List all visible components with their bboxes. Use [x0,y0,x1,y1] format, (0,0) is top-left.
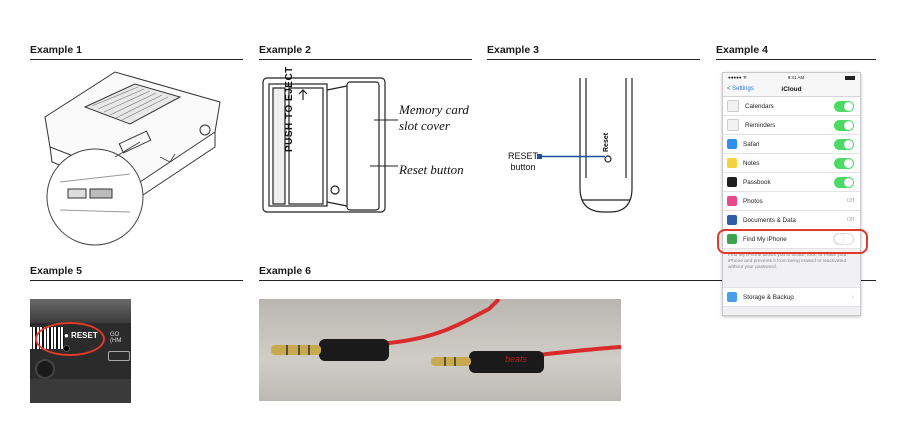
device-reset-text: Reset [603,132,610,152]
app-icon [727,215,737,225]
status-bar: ●●●●● ᯤ 9:41 AM [723,73,860,82]
photo-top-edge [30,299,131,323]
battery-icon [845,75,855,80]
app-icon [727,158,737,168]
app-icon [727,234,737,244]
back-button[interactable]: < Settings [727,86,754,92]
toggle-switch[interactable] [834,176,854,188]
settings-row-label: Photos [743,197,763,205]
storage-backup-row[interactable]: Storage & Backup › [723,287,860,307]
cloud-icon [727,292,737,302]
reset-label-line2: button [510,162,536,172]
find-my-iphone-description: Find My iPhone allows you to locate, loc… [728,253,847,271]
settings-row-label: Documents & Data [743,216,796,224]
example-3-device-side-illustration [560,78,640,218]
iphone-screenshot: ●●●●● ᯤ 9:41 AM < Settings iCloud Calend… [722,72,861,316]
find-my-iphone-highlight [717,229,868,254]
settings-row-label: Calendars [745,102,774,110]
toggle-switch[interactable] [834,138,854,150]
settings-row[interactable]: Reminders [723,116,860,135]
eject-label: PUSH TO EJECT [284,66,295,152]
example-5-reset-photo: ● RESET GO (HM [30,299,131,403]
example-5-header: Example 5 [30,265,243,281]
photo-bottom [30,379,131,403]
settings-row-label: Passbook [743,178,771,186]
nav-title: iCloud [781,85,802,93]
app-icon [727,119,739,131]
reset-label-line1: RESET [508,151,539,161]
back-label: Settings [732,86,754,92]
settings-row[interactable]: Documents & Data Off [723,211,860,230]
settings-row-label: Find My iPhone [743,235,787,243]
settings-row[interactable]: Notes [723,154,860,173]
toggle-switch[interactable] [833,233,854,245]
settings-row-label: Notes [743,159,760,167]
example-2-header: Example 2 [259,44,472,60]
settings-row[interactable]: Passbook [723,173,860,192]
storage-backup-label: Storage & Backup [743,293,794,301]
app-icon [727,177,737,187]
memory-card-callout: Memory card slot cover [399,102,469,134]
example-4-header: Example 4 [716,44,876,60]
toggle-switch[interactable] [834,157,854,169]
example-2-card-slot-illustration [259,72,399,217]
photo-brand-text: GO (HM [110,332,122,344]
cable-brand-text: beats [505,354,528,364]
example-1-device-illustration [30,62,240,247]
memory-card-callout-line2: slot cover [399,118,450,133]
cable-photo-drawing [271,299,621,373]
settings-row-value: Off [846,217,854,223]
app-icon [727,196,737,206]
settings-row[interactable]: Photos Off [723,192,860,211]
example-6-header: Example 6 [259,265,876,281]
settings-row[interactable]: Find My iPhone [723,230,860,249]
reset-button-label: RESET button [508,151,538,173]
settings-row[interactable]: Calendars [723,97,860,116]
round-port [35,359,55,379]
reset-button-callout: Reset button [399,162,464,177]
settings-row[interactable]: Safari [723,135,860,154]
settings-row-label: Safari [743,140,760,148]
example-6-cable-photo: beats [259,299,621,401]
toggle-switch[interactable] [834,100,854,112]
example-1-header: Example 1 [30,44,243,60]
toggle-switch[interactable] [834,119,854,131]
app-icon [727,139,737,149]
nav-bar: < Settings iCloud [723,82,860,97]
reset-highlight-ring [35,322,105,356]
settings-row-label: Reminders [745,121,776,129]
chevron-right-icon: › [851,293,854,301]
example-3-header: Example 3 [487,44,700,60]
port-opening [108,351,130,361]
app-icon [727,100,739,112]
example-3-callout-line [537,154,605,159]
settings-row-value: Off [846,198,854,204]
example-2-callout-lines [370,119,398,167]
status-time: 9:41 AM [787,75,805,80]
status-carrier: ●●●●● ᯤ [728,74,747,80]
memory-card-callout-line1: Memory card [399,102,469,117]
